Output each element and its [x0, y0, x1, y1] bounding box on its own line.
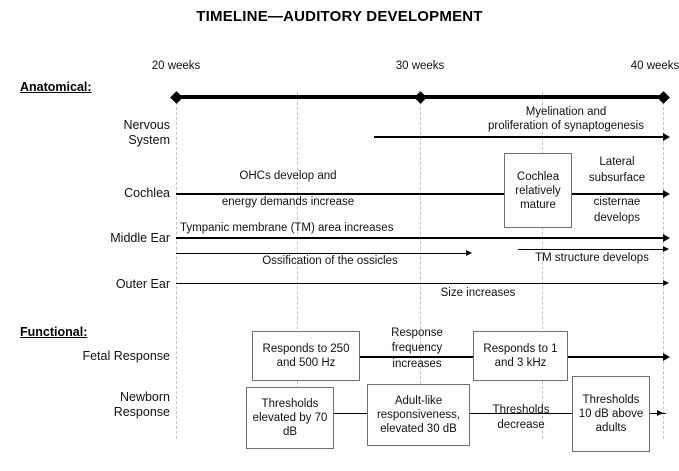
- row-label-newborn-response-line2: Response: [113, 405, 170, 419]
- annotation-lateral-line2: subsurface: [588, 172, 646, 184]
- arrow-line-cochlea-early: [176, 193, 506, 195]
- row-label-newborn-response-line1: Newborn: [119, 390, 170, 404]
- axis-marker-40-weeks: [657, 90, 670, 104]
- arrow-line-nervous-system: [374, 136, 663, 138]
- box-responds-1-3-khz[interactable]: Responds to 1 and 3 kHz: [473, 331, 568, 381]
- annotation-lateral-line1: Lateral: [599, 156, 635, 168]
- annotation-tm-structure: TM structure develops: [535, 252, 649, 264]
- annotation-response-frequency-line1: Response: [391, 327, 443, 339]
- arrowhead-ossification: [466, 250, 472, 256]
- row-label-nervous-system-line2: System: [128, 133, 170, 147]
- axis-marker-30-weeks: [414, 90, 427, 104]
- row-label-outer-ear: Outer Ear: [115, 277, 170, 291]
- arrow-line-outer-ear: [176, 283, 663, 284]
- arrowhead-tympanic-membrane: [663, 234, 670, 242]
- page-title: TIMELINE—AUDITORY DEVELOPMENT: [196, 8, 483, 25]
- axis-tick-20-weeks: 20 weeks: [151, 60, 201, 72]
- annotation-lateral-line3: cisternae: [593, 196, 641, 208]
- arrowhead-cochlea: [663, 190, 670, 198]
- box-thresholds-10db-above-adults[interactable]: Thresholds 10 dB above adults: [572, 376, 650, 452]
- annotation-size-increases: Size increases: [440, 287, 516, 299]
- annotation-ohc-line2: energy demands increase: [221, 196, 355, 208]
- annotation-ohc-line1: OHCs develop and: [239, 170, 337, 182]
- axis-marker-20-weeks: [170, 90, 183, 104]
- gridline-40-weeks: [663, 92, 664, 439]
- axis-tick-30-weeks: 30 weeks: [395, 60, 445, 72]
- arrowhead-nervous-system: [663, 133, 670, 141]
- section-heading-anatomical: Anatomical:: [20, 80, 92, 94]
- section-heading-functional: Functional:: [20, 325, 88, 339]
- row-label-fetal-response: Fetal Response: [82, 349, 170, 363]
- annotation-lateral-line4: develops: [593, 212, 641, 224]
- arrowhead-tm-structure: [663, 246, 669, 252]
- box-cochlea-relatively-mature[interactable]: Cochlea relatively mature: [504, 153, 572, 228]
- row-label-middle-ear: Middle Ear: [110, 231, 170, 245]
- annotation-response-frequency-line3: increases: [392, 358, 442, 370]
- gridline-35-weeks: [542, 92, 543, 439]
- axis-tick-40-weeks: 40 weeks: [630, 60, 679, 72]
- annotation-thresholds-decrease-line1: Thresholds: [492, 404, 550, 416]
- gridline-30-weeks: [420, 92, 421, 439]
- arrow-line-cochlea-late: [570, 193, 663, 195]
- arrow-line-tm-structure: [518, 249, 663, 250]
- annotation-ossification: Ossification of the ossicles: [262, 255, 398, 267]
- box-thresholds-elevated-70db[interactable]: Thresholds elevated by 70 dB: [246, 387, 334, 449]
- arrowhead-newborn-response: [657, 410, 663, 416]
- box-adult-like-responsiveness[interactable]: Adult-like responsiveness, elevated 30 d…: [367, 384, 470, 446]
- annotation-thresholds-decrease-line2: decrease: [497, 419, 545, 431]
- annotation-myelination-line2: proliferation of synaptogenesis: [488, 120, 644, 132]
- gridline-20-weeks: [176, 92, 177, 439]
- arrow-line-ossification: [176, 253, 466, 254]
- annotation-myelination-line1: Myelination and: [525, 106, 607, 118]
- row-label-nervous-system-line1: Nervous: [123, 118, 170, 132]
- annotation-tympanic-membrane: Tympanic membrane (TM) area increases: [180, 222, 394, 234]
- gridline-25-weeks: [297, 92, 298, 439]
- arrowhead-outer-ear: [663, 280, 669, 286]
- arrow-line-tympanic-membrane: [176, 237, 663, 239]
- row-label-cochlea: Cochlea: [124, 186, 170, 200]
- box-responds-250-500-hz[interactable]: Responds to 250 and 500 Hz: [252, 331, 360, 381]
- arrowhead-fetal-response: [663, 353, 670, 361]
- annotation-response-frequency-line2: frequency: [391, 342, 443, 354]
